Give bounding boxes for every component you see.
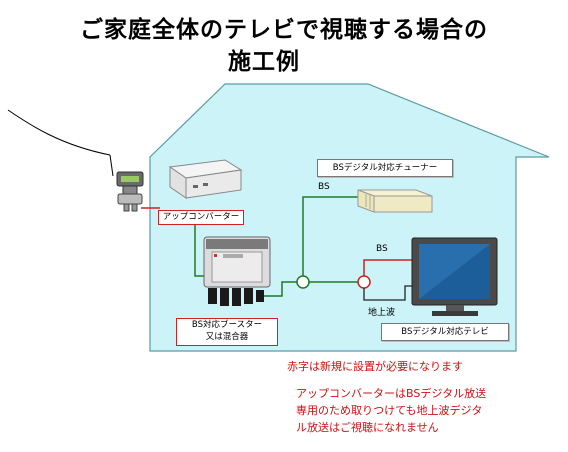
red-note: 赤字は新規に設置が必要になります [287,360,463,373]
bs-label-tv: BS [376,244,388,254]
tuner-icon [357,189,433,213]
upconverter-label: アップコンバーター [158,210,244,225]
booster-label-line-2: 又は混合器 [205,332,249,342]
tv-splitter-circle [357,275,371,289]
cable-upconverter-booster [194,224,206,277]
tuner-label: BSデジタル対応チューナー [317,159,453,177]
warning-line-1: アップコンバーターはBSデジタル放送 [296,387,487,400]
splitter-circle [296,275,310,289]
warning-line-3: ル放送はご視聴になれません [296,421,439,434]
booster-label: BS対応ブースター 又は混合器 [176,318,278,346]
cable-bs-to-tv [363,259,412,276]
cable-terrestrial-to-tv [363,285,412,301]
tv-label: BSデジタル対応テレビ [381,323,509,341]
booster-icon [203,236,271,306]
antenna-cable [7,109,111,156]
title-line-2: 施工例 [228,49,300,75]
upconverter-icon [168,159,243,199]
warning-line-2: 専用のため取りつけても地上波デジタ [296,404,483,417]
terrestrial-label: 地上波 [368,308,396,318]
title-line-1: ご家庭全体のテレビで視聴する場合の [80,17,488,43]
antenna-converter-icon [116,171,144,212]
bs-label-tuner: BS [318,182,330,192]
cable-to-tuner [302,196,358,276]
warning-note: アップコンバーターはBSデジタル放送 専用のため取りつけても地上波デジタ ル放送… [296,385,486,436]
tv-icon [411,237,498,316]
cable-booster-splitter [264,281,297,297]
booster-label-line-1: BS対応ブースター [191,320,263,330]
